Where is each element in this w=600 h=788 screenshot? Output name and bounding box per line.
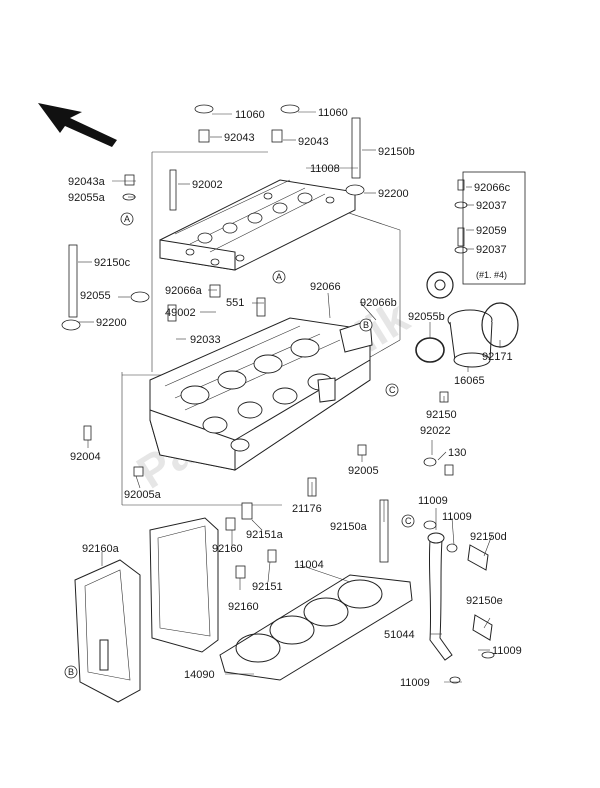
part-label: 92002	[192, 179, 223, 191]
part-label: 92004	[70, 451, 101, 463]
part-label: 92066	[310, 281, 341, 293]
part-label: 92043a	[68, 176, 106, 188]
part-label: 49002	[165, 307, 196, 319]
ref-marker-c-1: C	[385, 383, 399, 397]
oil-pipe	[427, 532, 493, 661]
part-label: 92150e	[466, 595, 503, 607]
part-label: 92150c	[94, 257, 131, 269]
part-label: 92005	[348, 465, 379, 477]
part-label: 92171	[482, 351, 513, 363]
svg-text:B: B	[68, 667, 74, 677]
part-label: 92160	[228, 601, 259, 613]
part-label: 130	[448, 447, 466, 459]
intake-fitting	[415, 302, 519, 368]
part-label: 92066c	[474, 182, 511, 194]
part-label: 92151	[252, 581, 283, 593]
part-label: 92066a	[165, 285, 203, 297]
part-label: 92160	[212, 543, 243, 555]
part-label: 92150	[426, 409, 457, 421]
small-hardware	[61, 104, 495, 684]
ref-marker-b-2: B	[64, 665, 78, 679]
ref-marker-c-2: C	[401, 514, 415, 528]
part-label: 16065	[454, 375, 485, 387]
part-label: 92055a	[68, 192, 106, 204]
part-label: 92043	[224, 132, 255, 144]
assembly-outline	[121, 151, 401, 506]
part-labels: 11060 11060 92043 92043 92150b 11008 920…	[68, 107, 522, 689]
svg-text:B: B	[363, 320, 369, 330]
part-label: 14090	[184, 669, 215, 681]
camshaft-holder	[159, 179, 356, 271]
part-label: 92037	[476, 244, 507, 256]
part-label: 92059	[476, 225, 507, 237]
part-label: 92043	[298, 136, 329, 148]
part-label: 51044	[384, 629, 415, 641]
part-label: 92150d	[470, 531, 507, 543]
inset-box	[462, 171, 526, 285]
part-label: 92066b	[360, 297, 397, 309]
part-label: 11009	[442, 511, 472, 523]
part-label: 11009	[492, 645, 522, 657]
part-label: 11009	[400, 677, 430, 689]
leader-lines	[78, 111, 501, 683]
svg-text:A: A	[276, 272, 282, 282]
part-label: 92160a	[82, 543, 120, 555]
ref-marker-a-1: A	[120, 212, 134, 226]
svg-text:A: A	[124, 214, 130, 224]
part-label: 92150b	[378, 146, 415, 158]
part-label: 11004	[294, 559, 324, 571]
head-gasket	[219, 574, 413, 681]
part-label: 92055b	[408, 311, 445, 323]
part-label: 11008	[310, 163, 340, 175]
gear-icon	[426, 271, 454, 299]
part-label: 92151a	[246, 529, 284, 541]
part-label: 92200	[96, 317, 127, 329]
part-label: 11009	[418, 495, 448, 507]
svg-text:C: C	[389, 385, 396, 395]
ref-marker-a-2: A	[272, 270, 286, 284]
front-arrow-icon	[38, 103, 117, 147]
part-label: 92022	[420, 425, 451, 437]
part-label: 21176	[292, 503, 322, 515]
part-label: 11060	[318, 107, 348, 119]
note-label: (#1. #4)	[476, 270, 507, 280]
part-label: 92033	[190, 334, 221, 346]
part-label: 92037	[476, 200, 507, 212]
svg-text:C: C	[405, 516, 412, 526]
part-label: 92150a	[330, 521, 368, 533]
part-label: 92005a	[124, 489, 162, 501]
chain-cover	[74, 517, 219, 703]
part-label: 92200	[378, 188, 409, 200]
ref-marker-b-1: B	[359, 318, 373, 332]
part-label: 11060	[235, 109, 265, 121]
part-label: 551	[226, 297, 244, 309]
cylinder-head	[149, 317, 373, 471]
part-label: 92055	[80, 290, 111, 302]
